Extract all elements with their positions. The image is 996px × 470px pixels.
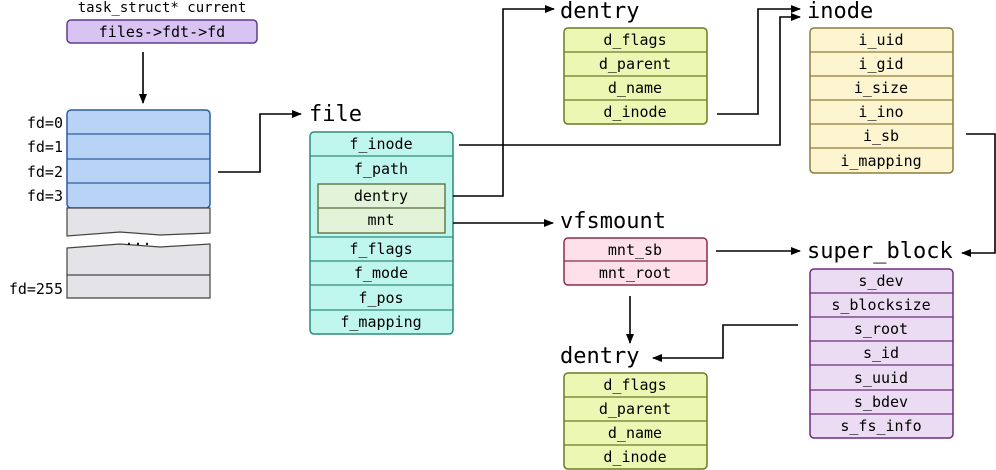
vfsmount-title: vfsmount — [560, 209, 666, 234]
file-struct — [309, 131, 454, 335]
task-files-expr: files->fdt->fd — [99, 23, 225, 41]
inode-i-ino: i_ino — [858, 103, 903, 121]
file-path-dentry: dentry — [354, 187, 408, 205]
file-title: file — [309, 102, 362, 127]
file-f-flags: f_flags — [349, 240, 412, 258]
arrow-fd-to-file — [218, 110, 302, 173]
inode-i-uid: i_uid — [858, 31, 903, 49]
super-block-s-id: s_id — [863, 344, 899, 362]
inode-i-mapping: i_mapping — [840, 152, 921, 170]
fd-table: ... — [66, 109, 211, 299]
fd-table-gray-bottom — [66, 243, 211, 299]
dentry-bottom-d-inode: d_inode — [603, 448, 666, 466]
super-block-s-bdev: s_bdev — [854, 393, 908, 411]
file-f-pos: f_pos — [358, 289, 403, 307]
arrow-f-inode-to-inode — [459, 13, 801, 146]
arrow-d-inode-to-inode — [717, 5, 801, 115]
inode-i-size: i_size — [854, 79, 908, 97]
dentry-top-title: dentry — [560, 0, 639, 24]
file-f-mode: f_mode — [354, 264, 408, 282]
inode-struct — [809, 27, 954, 174]
fd-label-255: fd=255 — [9, 280, 63, 298]
task-struct-caption: task_struct* current — [78, 0, 247, 16]
dentry-top-d-name: d_name — [608, 79, 662, 97]
fd-label-1: fd=1 — [27, 138, 63, 156]
fd-gap-ellipsis: ... — [124, 231, 151, 249]
file-f-mapping: f_mapping — [340, 313, 421, 331]
fd-table-gray-slot — [66, 207, 211, 237]
dentry-bottom-d-flags: d_flags — [603, 376, 666, 394]
dentry-top-struct — [563, 27, 708, 125]
inode-title: inode — [807, 0, 873, 24]
inode-i-gid: i_gid — [858, 55, 903, 73]
super-block-s-fs-info: s_fs_info — [840, 417, 921, 435]
super-block-title: super_block — [807, 239, 953, 264]
dentry-bottom-d-parent: d_parent — [599, 400, 671, 418]
task-files-box: files->fdt->fd — [66, 19, 258, 44]
fd-label-0: fd=0 — [27, 114, 63, 132]
dentry-bottom-title: dentry — [560, 344, 639, 369]
vfsmount-struct — [563, 237, 708, 286]
vfsmount-mnt-sb: mnt_sb — [608, 241, 662, 259]
arrow-path-dentry-to-dentry — [453, 5, 555, 197]
dentry-bottom-struct — [563, 372, 708, 470]
dentry-top-d-inode: d_inode — [603, 103, 666, 121]
super-block-s-blocksize: s_blocksize — [831, 296, 930, 314]
super-block-s-root: s_root — [854, 320, 908, 338]
super-block-struct — [809, 268, 954, 439]
fd-label-2: fd=2 — [27, 163, 63, 181]
dentry-top-d-flags: d_flags — [603, 31, 666, 49]
dentry-top-d-parent: d_parent — [599, 55, 671, 73]
fd-label-3: fd=3 — [27, 187, 63, 205]
file-f-inode: f_inode — [349, 135, 412, 153]
arrow-s-root-to-dentry — [652, 324, 798, 362]
inode-i-sb: i_sb — [863, 127, 899, 145]
super-block-s-dev: s_dev — [858, 272, 903, 290]
vfsmount-mnt-root: mnt_root — [599, 264, 671, 282]
file-f-path: f_path — [354, 160, 408, 178]
super-block-s-uuid: s_uuid — [854, 369, 908, 387]
file-path-mnt: mnt — [367, 211, 394, 229]
dentry-bottom-d-name: d_name — [608, 424, 662, 442]
arrow-i-sb-to-super-block — [961, 133, 996, 257]
